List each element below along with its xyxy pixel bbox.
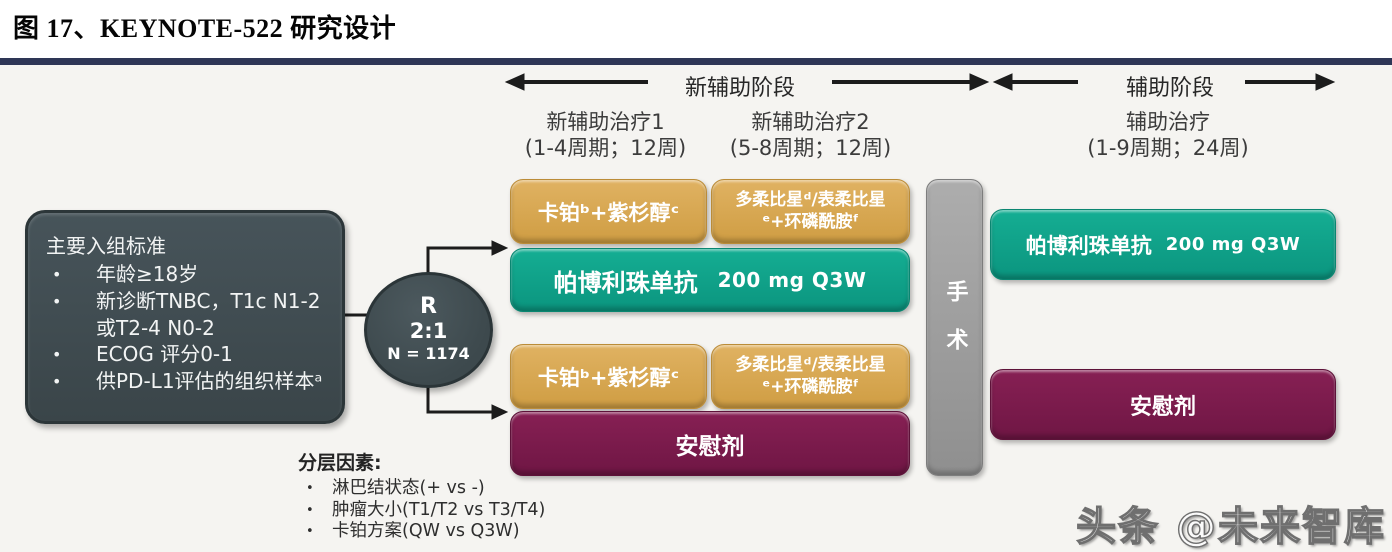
eligibility-criteria-panel: 主要入组标准 • 年龄≥18岁 • 新诊断TNBC，T1c N1-2 或T2-4… <box>25 210 345 424</box>
eligibility-item: • ECOG 评分0-1 <box>46 341 328 368</box>
bullet-icon: • <box>52 264 62 284</box>
stratification-item-text: 肿瘤大小(T1/T2 vs T3/T4) <box>332 499 546 520</box>
pembrolizumab-dose: 200 mg Q3W <box>717 268 867 292</box>
eligibility-item-text: 新诊断TNBC，T1c N1-2 或T2-4 N0-2 <box>96 288 321 340</box>
stratification-item: • 淋巴结状态(+ vs -) <box>298 478 545 500</box>
arm1-chemo-anthracycline-box: 多柔比星ᵈ/表柔比星ᵉ+环磷酰胺ᶠ <box>711 179 910 244</box>
arm2-chemo-anthracycline-box: 多柔比星ᵈ/表柔比星ᵉ+环磷酰胺ᶠ <box>711 344 910 409</box>
adjuvant-placebo-box: 安慰剂 <box>990 369 1336 440</box>
column-label-line2: (1-9周期；24周) <box>1087 135 1249 160</box>
bullet-icon: • <box>306 481 314 496</box>
surgery-label: 手术 <box>942 279 968 376</box>
pembrolizumab-dose: 200 mg Q3W <box>1165 234 1301 255</box>
column-label-neoadjuvant-2: 新辅助治疗2 (5-8周期；12周) <box>703 110 918 161</box>
watermark-toutiao: 头条 @未来智库 <box>1075 503 1386 550</box>
phase-label-adjuvant: 辅助阶段 <box>1125 76 1214 101</box>
stratification-item: • 卡铂方案(QW vs Q3W) <box>298 521 545 543</box>
column-label-line2: (5-8周期；12周) <box>729 135 892 160</box>
eligibility-item: • 新诊断TNBC，T1c N1-2 或T2-4 N0-2 <box>46 288 328 342</box>
eligibility-title: 主要入组标准 <box>46 234 166 258</box>
column-label-line1: 新辅助治疗2 <box>751 110 870 134</box>
column-label-line1: 新辅助治疗1 <box>546 110 665 134</box>
bullet-icon: • <box>52 345 62 365</box>
bullet-icon: • <box>52 372 62 392</box>
figure-title: 图 17、KEYNOTE-522 研究设计 <box>13 14 397 43</box>
eligibility-item-text: 年龄≥18岁 <box>96 261 199 286</box>
randomization-r: R <box>420 293 437 319</box>
arm1-chemo-carbo-taxol-box: 卡铂ᵇ+紫杉醇ᶜ <box>510 179 707 244</box>
randomization-ratio: 2:1 <box>409 319 448 344</box>
surgery-box: 手术 <box>926 179 983 476</box>
stratification-title: 分层因素: <box>298 452 382 474</box>
column-label-line1: 辅助治疗 <box>1126 110 1210 134</box>
phase-label-neoadjuvant: 新辅助阶段 <box>684 76 795 101</box>
arm2-placebo-box: 安慰剂 <box>510 411 910 476</box>
column-label-adjuvant: 辅助治疗 (1-9周期；24周) <box>1043 110 1293 161</box>
bullet-icon: • <box>306 502 314 518</box>
randomization-n: N = 1174 <box>387 344 470 364</box>
eligibility-item: • 供PD-L1评估的组织样本ᵃ <box>46 368 328 395</box>
column-label-neoadjuvant-1: 新辅助治疗1 (1-4周期；12周) <box>498 110 713 161</box>
eligibility-item-text: 供PD-L1评估的组织样本ᵃ <box>96 369 323 394</box>
stratification-block: 分层因素: • 淋巴结状态(+ vs -) • 肿瘤大小(T1/T2 vs T3… <box>298 448 545 543</box>
arm1-pembrolizumab-box: 帕博利珠单抗 200 mg Q3W <box>510 248 910 312</box>
stratification-item-text: 淋巴结状态(+ vs -) <box>332 478 485 498</box>
title-divider-rule <box>0 58 1392 65</box>
eligibility-item-text: ECOG 评分0-1 <box>96 342 233 367</box>
eligibility-item: • 年龄≥18岁 <box>46 261 328 288</box>
arm2-chemo-carbo-taxol-box: 卡铂ᵇ+紫杉醇ᶜ <box>510 344 707 409</box>
adjuvant-pembrolizumab-box: 帕博利珠单抗 200 mg Q3W <box>990 209 1336 280</box>
stratification-item-text: 卡铂方案(QW vs Q3W) <box>332 521 520 541</box>
pembrolizumab-label: 帕博利珠单抗 <box>1025 233 1152 258</box>
randomization-node: R 2:1 N = 1174 <box>364 272 493 388</box>
bullet-icon: • <box>52 291 62 311</box>
pembrolizumab-label: 帕博利珠单抗 <box>553 268 698 297</box>
bullet-icon: • <box>306 524 314 539</box>
stratification-item: • 肿瘤大小(T1/T2 vs T3/T4) <box>298 500 545 522</box>
column-label-line2: (1-4周期；12周) <box>524 135 687 160</box>
